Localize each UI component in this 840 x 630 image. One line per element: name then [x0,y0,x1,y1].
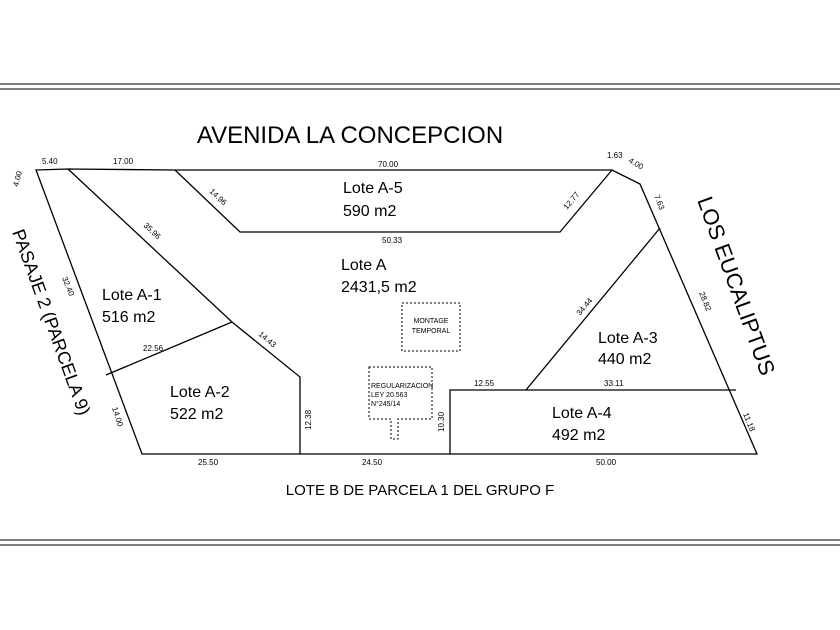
dim-35-96: 35.96 [142,221,163,242]
dim-4-00-left: 4.00 [11,170,24,188]
dim-70-00: 70.00 [378,160,399,169]
regularizacion-label-2: LEY 20.563 [371,392,408,399]
dim-14-43: 14.43 [257,330,279,350]
dim-12-55: 12.55 [474,379,495,388]
dim-14-00: 14.00 [110,406,125,428]
lot-a2-area: 522 m2 [170,406,223,423]
lot-a1-name: Lote A-1 [102,287,162,304]
lot-a4-area: 492 m2 [552,427,605,444]
dim-25-50: 25.50 [198,458,219,467]
dim-17-00: 17.00 [113,157,134,166]
dim-4-00-right: 4.00 [627,156,645,172]
lot-a3-area: 440 m2 [598,351,651,368]
dim-50-33: 50.33 [382,236,403,245]
lot-a4-name: Lote A-4 [552,405,612,422]
street-bottom-label: LOTE B DE PARCELA 1 DEL GRUPO F [286,482,554,499]
dim-12-77: 12.77 [562,190,582,212]
dim-28-82: 28.82 [697,290,713,312]
dim-33-11: 33.11 [604,379,624,388]
lot-a1-a2-divider [105,321,233,376]
corner-tick [611,169,641,185]
dim-5-40: 5.40 [42,157,58,166]
lot-a5-area: 590 m2 [343,203,396,220]
dim-7-63: 7.63 [652,193,666,211]
dim-34-44: 34.44 [575,296,595,318]
lot-a5-boundary [174,169,613,233]
dim-22-56: 22.56 [143,344,164,353]
regularizacion-label-3: N°245/14 [371,400,400,408]
dim-10-30: 10.30 [437,411,446,432]
lot-a4-boundary [449,389,526,454]
regularizacion-label-1: REGULARIZACION [371,383,433,390]
lot-a1-boundary [67,168,301,454]
lot-a2-name: Lote A-2 [170,384,230,401]
lot-a3-name: Lote A-3 [598,330,658,347]
dim-50-00: 50.00 [596,458,617,467]
street-right-label: LOS EUCALIPTUS [692,193,780,378]
lot-a-name: Lote A [341,257,387,274]
frame-lines [0,83,840,546]
street-left-label: PASAJE 2 (PARCELA 9) [8,227,94,418]
lot-a1-area: 516 m2 [102,309,155,326]
montage-label-1: MONTAGE [414,318,449,325]
montage-box [401,302,461,352]
dim-1-63: 1.63 [607,151,623,160]
montage-label-2: TEMPORAL [412,328,451,335]
street-top-label: AVENIDA LA CONCEPCION [197,122,503,149]
regularizacion-box [368,366,433,440]
dim-32-40: 32.40 [60,275,76,297]
dim-24-50: 24.50 [362,458,383,467]
lot-a5-name: Lote A-5 [343,180,403,197]
dim-12-38: 12.38 [304,409,313,430]
lot-a-area: 2431,5 m2 [341,279,417,296]
